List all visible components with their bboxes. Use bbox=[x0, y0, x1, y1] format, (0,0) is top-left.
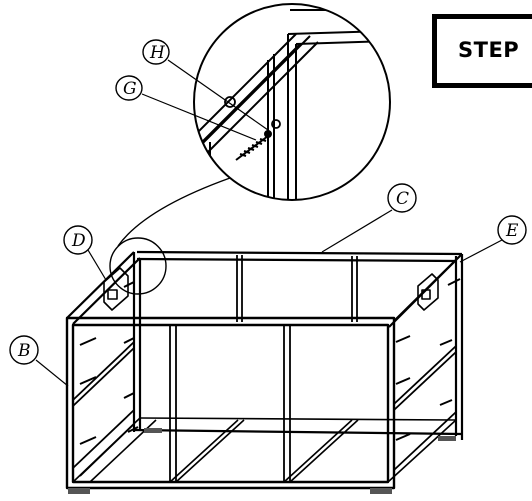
callout-e: E bbox=[459, 215, 527, 263]
step-label: STEP bbox=[458, 38, 520, 62]
cage-frame bbox=[65, 250, 464, 494]
right-side-braces bbox=[393, 345, 457, 471]
callout-h: H bbox=[142, 39, 170, 65]
callout-h-label: H bbox=[149, 43, 166, 63]
front-frame bbox=[65, 316, 396, 490]
spring-g bbox=[235, 130, 272, 161]
front-bars bbox=[169, 325, 291, 482]
left-side-braces bbox=[72, 341, 135, 477]
top-rails bbox=[66, 251, 463, 328]
detail-leaders bbox=[141, 59, 269, 141]
corner-highlight-circle bbox=[109, 237, 167, 295]
back-frame bbox=[132, 250, 464, 440]
detail-connector bbox=[109, 177, 231, 295]
step-box bbox=[432, 14, 532, 88]
hook-h bbox=[224, 96, 281, 129]
callout-b: B bbox=[9, 335, 69, 387]
back-bars bbox=[236, 255, 358, 322]
callout-d-label: D bbox=[71, 231, 86, 251]
callout-d: D bbox=[63, 225, 107, 281]
callouts: H G C D E B bbox=[9, 39, 527, 387]
callout-b-label: B bbox=[17, 341, 31, 361]
feet bbox=[68, 428, 456, 494]
detail-view bbox=[141, 3, 391, 201]
callout-c-label: C bbox=[396, 189, 409, 209]
latch-brackets bbox=[103, 267, 439, 311]
callout-g-label: G bbox=[123, 79, 137, 99]
callout-g: G bbox=[115, 75, 143, 101]
callout-e-label: E bbox=[505, 221, 519, 241]
callout-c: C bbox=[321, 183, 417, 253]
detail-circle bbox=[193, 3, 391, 201]
spring-pins bbox=[79, 278, 461, 445]
